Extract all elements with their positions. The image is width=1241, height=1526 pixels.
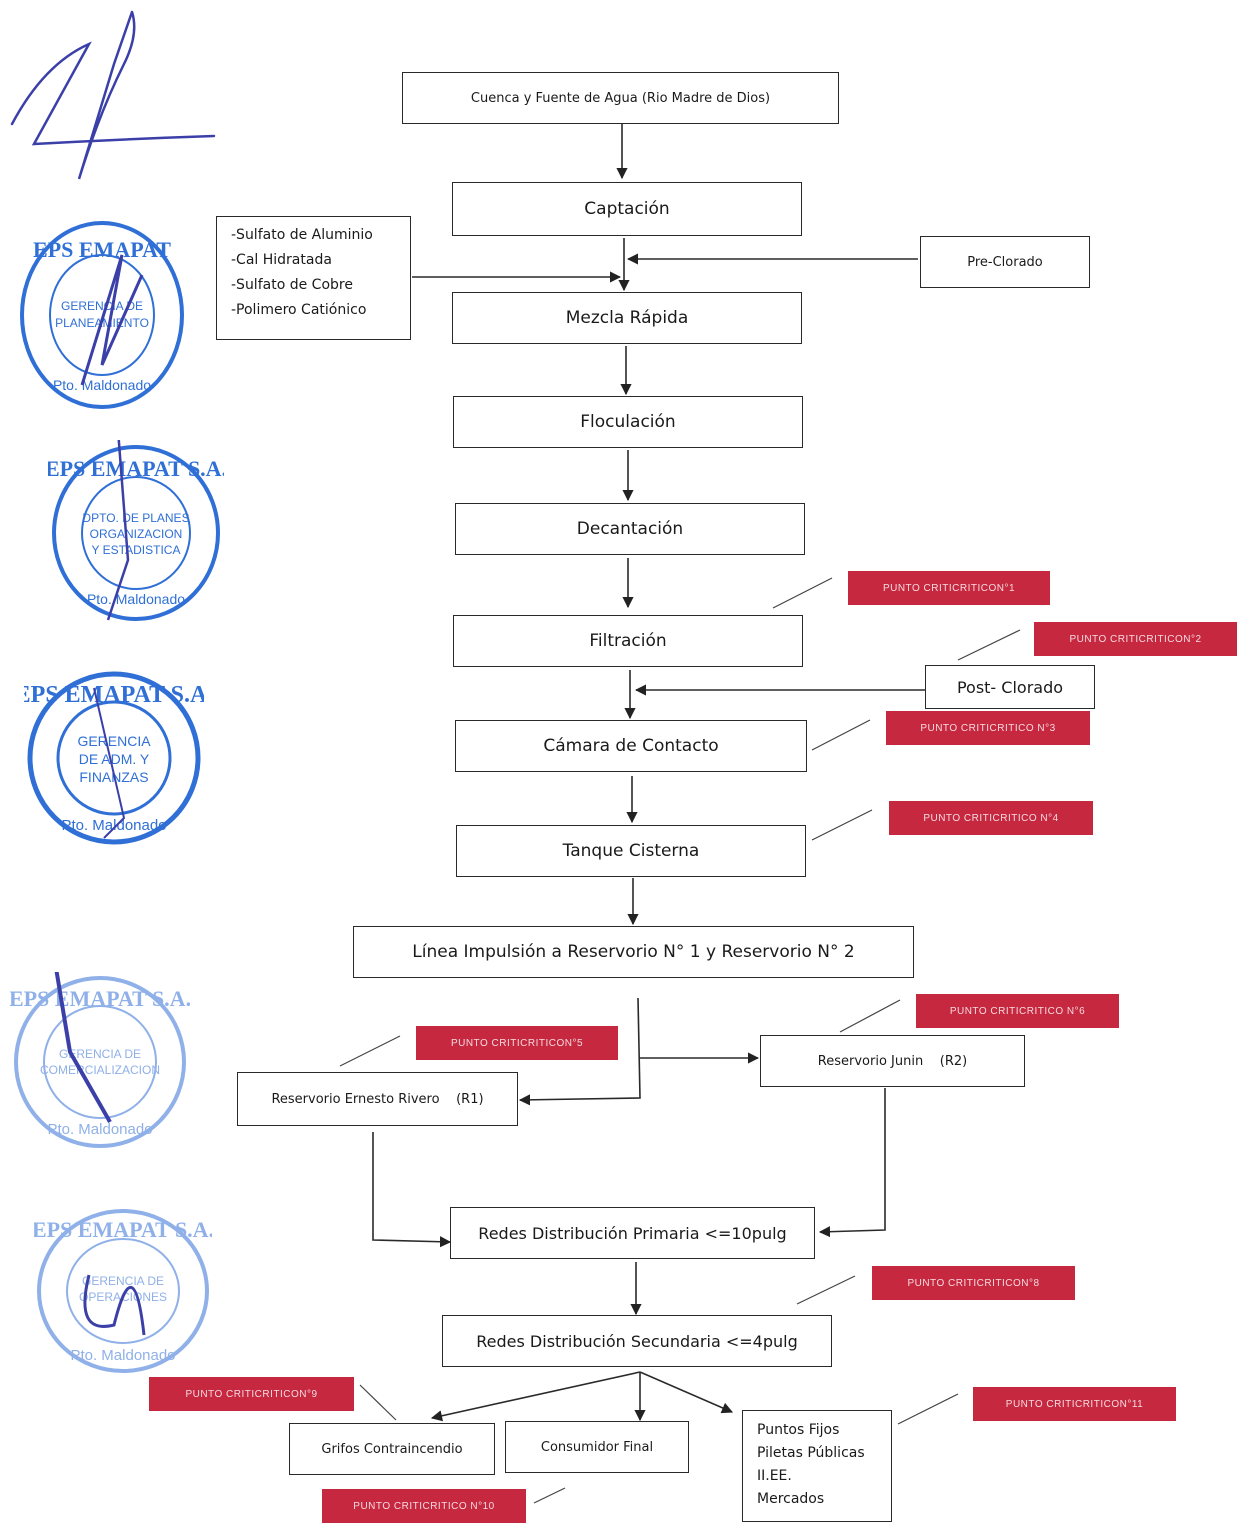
arrow-r1-primaria [372, 1132, 452, 1248]
critical-point-3: PUNTO CRITICRITICO N°3 [886, 711, 1090, 745]
critical-point-1: PUNTO CRITICRITICON°1 [848, 571, 1050, 605]
svg-text:ORGANIZACION: ORGANIZACION [90, 527, 183, 541]
svg-text:DPTO. DE PLANES: DPTO. DE PLANES [82, 511, 189, 525]
puntos-item: Piletas Públicas [757, 1445, 865, 1461]
critical-point-8: PUNTO CRITICRITICON°8 [872, 1266, 1075, 1300]
arrow-secundaria-puntos [639, 1371, 734, 1414]
node-cuenca: Cuenca y Fuente de Agua (Rio Madre de Di… [402, 72, 839, 124]
leader-p5 [339, 1035, 401, 1067]
svg-text:EPS EMAPAT S.A.: EPS EMAPAT S.A. [48, 456, 224, 481]
puntos-item: II.EE. [757, 1468, 792, 1484]
leader-p11 [897, 1393, 959, 1425]
node-tanque: Tanque Cisterna [456, 825, 806, 877]
puntos-item: Puntos Fijos [757, 1422, 840, 1438]
stamp-planes: EPS EMAPAT S.A. DPTO. DE PLANES ORGANIZA… [48, 440, 224, 621]
node-reservorio-r2: Reservorio Junin (R2) [760, 1035, 1025, 1087]
puntos-fijos-list: Puntos Fijos Piletas Públicas II.EE. Mer… [742, 1410, 892, 1522]
stamp-finanzas: EPS EMAPAT S.A. GERENCIA DE ADM. Y FINAN… [24, 671, 204, 845]
leader-p3 [811, 719, 871, 751]
chemical-item: -Cal Hidratada [231, 252, 332, 268]
node-linea: Línea Impulsión a Reservorio N° 1 y Rese… [353, 926, 914, 978]
critical-point-10: PUNTO CRITICRITICO N°10 [322, 1489, 526, 1523]
stamp-planeamiento: EPS EMAPAT GERENCIA DE PLANEAMIENTO Pto.… [20, 221, 184, 409]
stamp-comercializacion: EPS EMAPAT S.A. GERENCIA DE COMERCIALIZA… [10, 972, 190, 1148]
node-precloro: Pre-Clorado [920, 236, 1090, 288]
svg-text:Pto. Maldonado: Pto. Maldonado [47, 1121, 152, 1138]
critical-point-5: PUNTO CRITICRITICON°5 [416, 1026, 618, 1060]
critical-point-9: PUNTO CRITICRITICON°9 [149, 1377, 354, 1411]
leader-p2 [957, 629, 1021, 661]
node-mezcla: Mezcla Rápida [452, 292, 802, 344]
chemicals-list: -Sulfato de Aluminio -Cal Hidratada -Sul… [216, 216, 411, 340]
svg-text:Y ESTADISTICA: Y ESTADISTICA [92, 543, 181, 557]
svg-text:Pto. Maldonado: Pto. Maldonado [87, 591, 185, 607]
svg-text:Pto. Maldonado: Pto. Maldonado [61, 817, 166, 834]
critical-point-6: PUNTO CRITICRITICO N°6 [916, 994, 1119, 1028]
chemical-item: -Polimero Catiónico [231, 302, 367, 318]
node-reservorio-r1: Reservorio Ernesto Rivero (R1) [237, 1072, 518, 1126]
chemical-item: -Sulfato de Aluminio [231, 227, 373, 243]
node-filtracion: Filtración [453, 615, 803, 667]
arrow-secundaria-grifos [430, 1371, 641, 1422]
node-grifos: Grifos Contraincendio [289, 1423, 495, 1475]
svg-text:EPS EMAPAT: EPS EMAPAT [33, 237, 171, 262]
node-captacion: Captación [452, 182, 802, 236]
svg-text:GERENCIA DE: GERENCIA DE [82, 1274, 164, 1288]
node-redes-primaria: Redes Distribución Primaria <=10pulg [450, 1207, 815, 1259]
node-floculacion: Floculación [453, 396, 803, 448]
leader-p8 [796, 1275, 856, 1305]
svg-text:GERENCIA DE: GERENCIA DE [59, 1047, 141, 1061]
svg-text:Pto. Maldonado: Pto. Maldonado [53, 377, 151, 393]
svg-text:Pto. Maldonado: Pto. Maldonado [70, 1347, 175, 1364]
svg-text:GERENCIA: GERENCIA [77, 733, 151, 749]
leader-p6 [839, 999, 901, 1033]
svg-text:DE ADM. Y: DE ADM. Y [79, 751, 150, 767]
critical-point-11: PUNTO CRITICRITICON°11 [973, 1387, 1176, 1421]
node-redes-secundaria: Redes Distribución Secundaria <=4pulg [442, 1315, 832, 1367]
signature-mark [10, 10, 216, 180]
svg-text:EPS EMAPAT S.A.: EPS EMAPAT S.A. [34, 1217, 212, 1242]
svg-text:GERENCIA DE: GERENCIA DE [61, 299, 143, 313]
node-decantacion: Decantación [455, 503, 805, 555]
chemical-item: -Sulfato de Cobre [231, 277, 353, 293]
stamp-operaciones: EPS EMAPAT S.A. GERENCIA DE OPERACIONES … [34, 1209, 212, 1373]
leader-p1 [772, 577, 833, 609]
puntos-item: Mercados [757, 1491, 825, 1507]
svg-text:EPS EMAPAT S.A.: EPS EMAPAT S.A. [24, 682, 204, 708]
node-camara: Cámara de Contacto [455, 720, 807, 772]
critical-point-2: PUNTO CRITICRITICON°2 [1034, 622, 1237, 656]
leader-p4 [811, 809, 873, 841]
arrow-linea-r1 [518, 997, 641, 1106]
node-postclorado: Post- Clorado [925, 665, 1095, 709]
leader-p10 [533, 1487, 566, 1504]
leader-p9 [359, 1384, 397, 1421]
svg-text:EPS EMAPAT S.A.: EPS EMAPAT S.A. [10, 986, 190, 1011]
arrow-r2-primaria [818, 1088, 886, 1238]
svg-text:COMERCIALIZACION: COMERCIALIZACION [40, 1063, 160, 1077]
critical-point-4: PUNTO CRITICRITICO N°4 [889, 801, 1093, 835]
node-consumidor: Consumidor Final [505, 1421, 689, 1473]
